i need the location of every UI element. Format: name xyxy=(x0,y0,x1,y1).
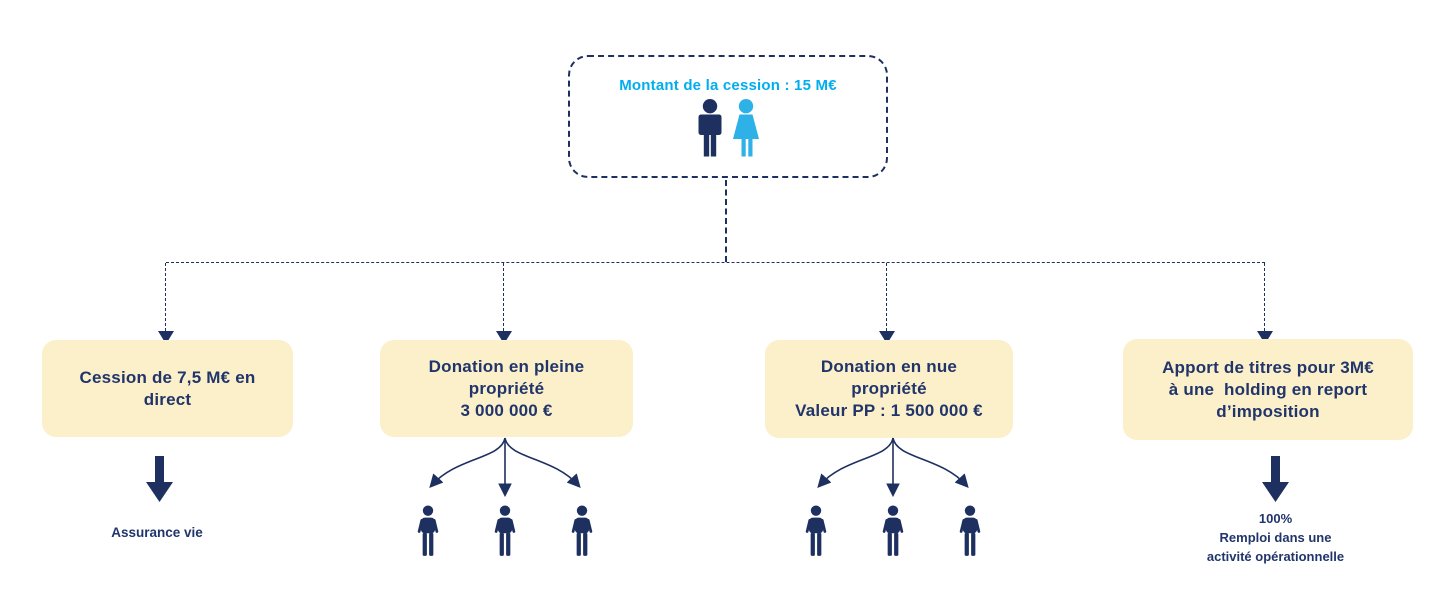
couple-icon xyxy=(698,99,759,157)
person-icon xyxy=(570,505,594,557)
box-label-line: propriété xyxy=(851,379,927,398)
drop-line-1 xyxy=(165,263,166,331)
drop-line-2 xyxy=(503,263,504,331)
man-icon xyxy=(698,99,722,157)
branch-box-donation-pleine-propriete: Donation en pleine propriété 3 000 000 € xyxy=(380,340,633,437)
drop-line-4 xyxy=(1264,263,1265,331)
root-node-title: Montant de la cession : 15 M€ xyxy=(619,77,837,94)
person-icon xyxy=(493,505,517,557)
box-label-line: direct xyxy=(143,389,192,409)
outcome-line: activité opérationnelle xyxy=(1206,549,1345,564)
box-label-line: d’imposition xyxy=(1216,401,1320,421)
branch-box-cession-directe: Cession de 7,5 M€ en direct xyxy=(42,340,293,437)
outcome-line: 100% xyxy=(1258,511,1293,526)
woman-icon xyxy=(733,99,759,157)
box-label-line: Donation en nue xyxy=(820,357,958,376)
root-node-box: Montant de la cession : 15 M€ xyxy=(568,55,888,178)
box-label-line: 3 000 000 € xyxy=(460,400,553,420)
branch-rail-line xyxy=(166,262,1265,263)
drop-line-3 xyxy=(886,263,887,331)
person-icon xyxy=(804,505,828,557)
box-label-line: Apport de titres pour 3M€ xyxy=(1162,357,1374,377)
down-block-arrow-icon xyxy=(146,456,173,502)
branch-box-apport-titres-holding: Apport de titres pour 3M€ à une holding … xyxy=(1123,339,1413,440)
box-label-line: Donation en pleine xyxy=(428,356,585,376)
outcome-label-remploi: 100% Remploi dans une activité opération… xyxy=(1153,509,1398,566)
outcome-label-assurance-vie: Assurance vie xyxy=(111,525,203,540)
root-stem-line xyxy=(725,180,727,262)
box-label-line: propriété xyxy=(468,378,545,398)
box-label-line: à une holding en report xyxy=(1168,379,1368,399)
fan-arrows-icon xyxy=(793,437,993,503)
person-icon xyxy=(416,505,440,557)
fan-arrows-icon xyxy=(405,437,605,503)
branch-box-donation-nue-propriete: Donation en nue propriété Valeur PP : 1 … xyxy=(765,340,1013,438)
person-icon xyxy=(958,505,982,557)
outcome-line: Remploi dans une xyxy=(1219,530,1332,545)
person-icon xyxy=(881,505,905,557)
down-block-arrow-icon xyxy=(1262,456,1289,502)
box-label-line: Valeur PP : 1 500 000 € xyxy=(795,401,983,420)
box-label-line: Cession de 7,5 M€ en xyxy=(79,367,256,387)
